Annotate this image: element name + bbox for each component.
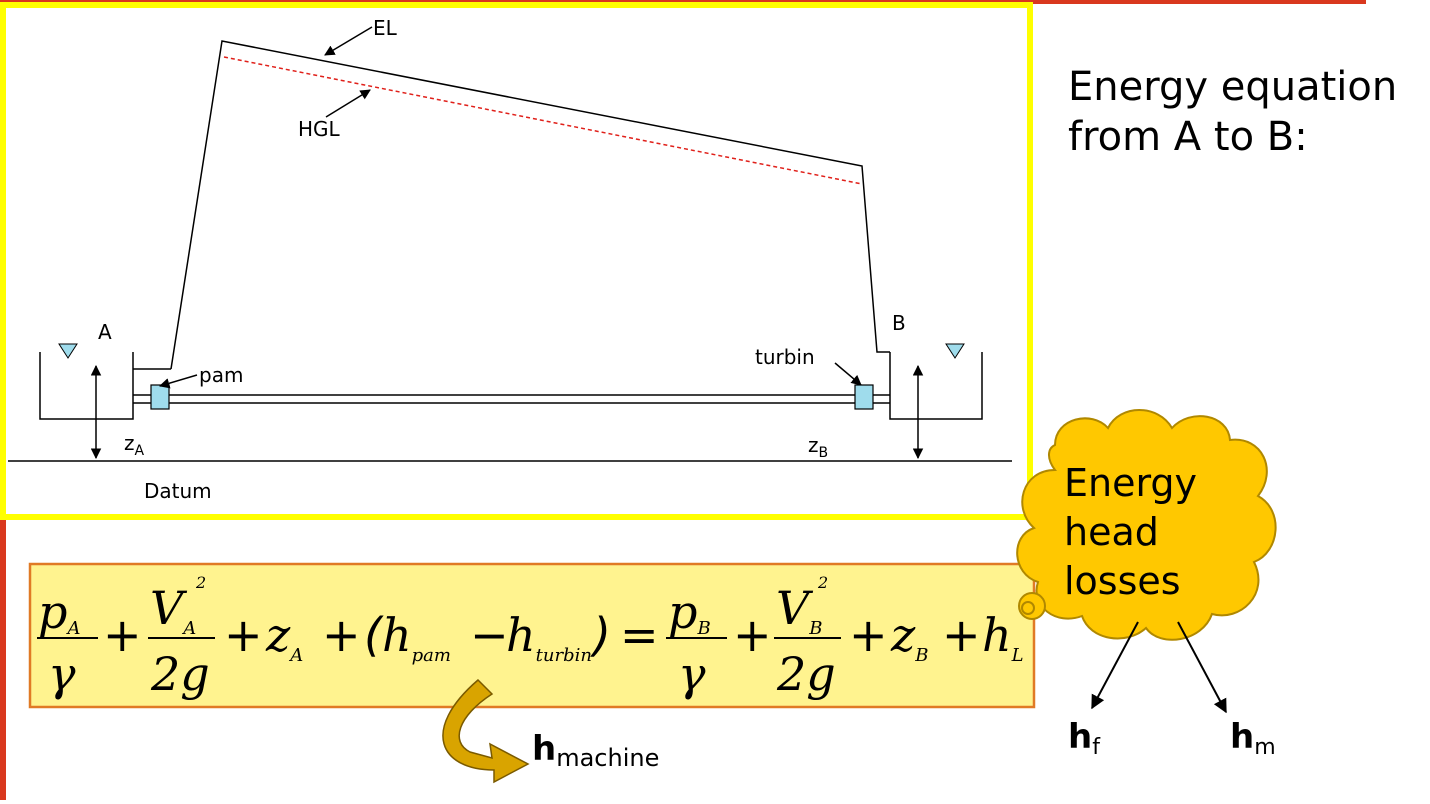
hgl-pointer-arrow: [325, 89, 371, 118]
cloud-text-line-2: head: [1064, 510, 1159, 554]
cloud-text-line-3: losses: [1064, 559, 1181, 603]
cloud-text-line-1: Energy: [1064, 461, 1197, 505]
eq-pA: pA: [38, 585, 80, 639]
eq-equals: =: [620, 608, 659, 662]
eq-plus-2: +: [224, 608, 263, 662]
reservoir-b-label: B: [892, 311, 906, 335]
eq-pB: pB: [668, 585, 711, 639]
el-label: EL: [373, 16, 398, 40]
cloud-shape: [1016, 409, 1277, 641]
reservoir-a: [39, 352, 134, 420]
eq-lparen: (: [364, 608, 384, 662]
h-machine-label: hmachine: [532, 729, 659, 772]
eq-hL: hL: [982, 608, 1024, 666]
reservoir-b: [889, 352, 983, 420]
cloud-bubble-small: [1021, 601, 1035, 615]
title-line-1: Energy equation: [1068, 64, 1397, 110]
eq-plus-3: +: [322, 608, 361, 662]
hm-label: hm: [1230, 717, 1276, 760]
energy-head-losses-cloud: Energy head losses: [1016, 409, 1277, 641]
eq-gamma-1: γ: [48, 647, 76, 701]
eq-plus-1: +: [103, 608, 142, 662]
eq-VB-sup: 2: [817, 573, 828, 592]
energy-line: [170, 40, 890, 370]
hf-arrow: [1091, 621, 1139, 710]
hm-arrow: [1177, 621, 1227, 714]
title-line-2: from A to B:: [1068, 114, 1308, 160]
eq-plus-6: +: [942, 608, 981, 662]
eq-2g-1: 2g: [150, 647, 210, 701]
eq-2g-2: 2g: [776, 647, 836, 701]
pipeline-diagram: EL HGL A B pam turbin zA zB Datum: [8, 16, 1012, 503]
hydraulic-grade-line: [223, 56, 863, 185]
turbine-pointer-arrow: [834, 362, 862, 386]
eq-plus-5: +: [849, 608, 888, 662]
pump-icon: [150, 384, 170, 410]
hgl-label: HGL: [298, 117, 341, 141]
zb-label: zB: [808, 433, 828, 461]
water-level-a-icon: [58, 343, 78, 359]
eq-VA-sup: 2: [195, 573, 206, 592]
pump-label: pam: [199, 363, 243, 387]
water-level-b-icon: [945, 343, 965, 359]
eq-zA: zA: [265, 608, 303, 666]
el-pointer-arrow: [324, 26, 373, 56]
pump-pointer-arrow: [158, 374, 198, 389]
equation-box: [28, 562, 1036, 709]
eq-VB: VB: [776, 581, 822, 639]
eq-minus: −: [470, 608, 509, 662]
eq-zB: zB: [890, 608, 928, 666]
eq-rparen: ): [590, 608, 611, 662]
left-accent-bar: [0, 510, 6, 800]
eq-h-turbin: hturbin: [506, 608, 592, 666]
reservoir-a-label: A: [98, 320, 112, 344]
energy-equation: pA γ + VA 2 2g + zA + ( hpam − hturbin )…: [28, 562, 1036, 709]
turbine-label: turbin: [755, 345, 815, 369]
diagram-frame: [0, 2, 1033, 520]
eq-VA: VA: [150, 581, 196, 639]
curved-arrow-icon: [442, 678, 530, 784]
hf-label: hf: [1068, 717, 1101, 760]
datum-label: Datum: [144, 479, 212, 503]
za-label: zA: [124, 431, 145, 459]
eq-gamma-2: γ: [678, 647, 706, 701]
eq-plus-4: +: [733, 608, 772, 662]
turbine-icon: [854, 384, 874, 410]
eq-h-pam: hpam: [382, 608, 451, 666]
